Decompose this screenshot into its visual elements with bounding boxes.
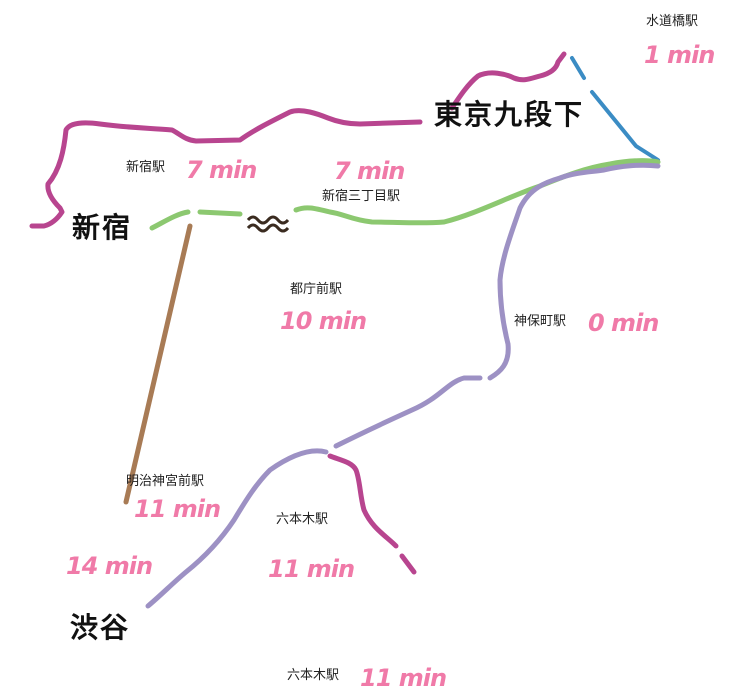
station-roppongi-name: 六本木駅: [276, 512, 329, 527]
station-jimbocho-name: 神保町駅: [514, 314, 567, 329]
time-jimbocho: 0 min: [588, 309, 659, 337]
station-suidobashi-name: 水道橋駅: [646, 14, 699, 29]
magenta-line: [29, 108, 423, 229]
station-shinjuku-sanchome-name: 新宿三丁目駅: [322, 189, 401, 204]
station-meiji-jingumae-name: 明治神宮前駅: [126, 474, 205, 489]
station-shinjuku-name: 新宿駅: [126, 160, 166, 175]
brown-line: [123, 223, 193, 505]
magenta-line-east: [449, 51, 567, 111]
time-shinjuku: 7 min: [186, 156, 257, 184]
time-shinjuku-sanchome: 7 min: [334, 157, 405, 185]
time-suidobashi: 1 min: [644, 41, 715, 69]
station-roppongi-2-name: 六本木駅: [287, 668, 340, 683]
terminal-shinjuku: 新宿: [72, 211, 133, 244]
time-roppongi: 11 min: [268, 555, 355, 583]
magenta-branch: [327, 453, 417, 575]
terminal-shibuya: 渋谷: [70, 611, 131, 644]
time-meiji-jingumae: 11 min: [134, 495, 221, 523]
time-shibuya: 14 min: [66, 552, 153, 580]
time-tochomae: 10 min: [280, 307, 367, 335]
time-roppongi-2: 11 min: [360, 664, 447, 692]
hot-spring-wave-icon: [246, 206, 294, 240]
purple-line: [145, 162, 661, 609]
green-line: [149, 158, 661, 231]
terminal-kudanshita: 東京九段下: [434, 98, 585, 131]
blue-line: [570, 56, 660, 162]
station-tochomae-name: 都庁前駅: [290, 282, 343, 297]
